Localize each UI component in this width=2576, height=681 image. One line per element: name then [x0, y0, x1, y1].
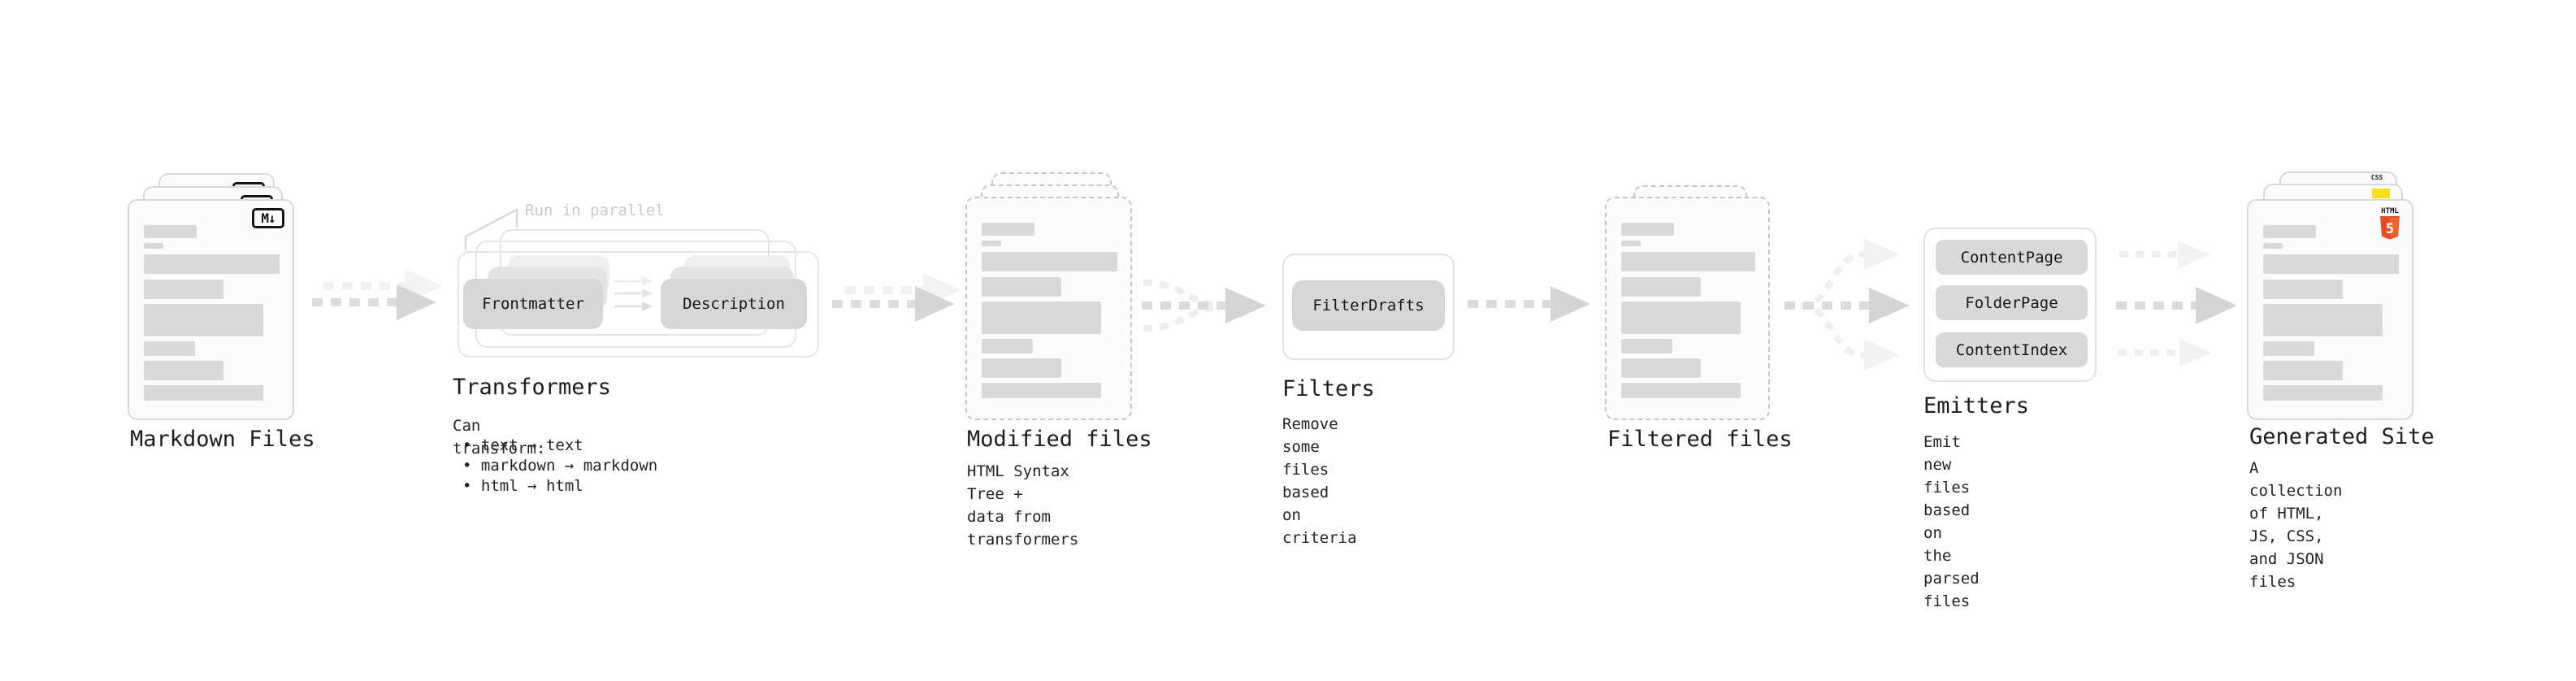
arrow-emitters-to-generated-top [2119, 241, 2210, 268]
placeholder-bar [2263, 304, 2383, 336]
contentpage-node: ContentPage [1936, 240, 2088, 275]
bullet-item: markdown → markdown [453, 456, 657, 476]
arrow-markdown-to-transformers-ghost [323, 269, 443, 303]
arrow-emitters-to-generated-middle [2116, 287, 2237, 324]
contentindex-node: ContentIndex [1936, 332, 2088, 367]
generated-site-label: Generated Site [2249, 424, 2435, 449]
filtered-files-label: Filtered files [1607, 427, 1793, 452]
placeholder-bar [144, 225, 197, 238]
placeholder-bar [982, 383, 1101, 398]
placeholder-bar [982, 277, 1061, 297]
placeholder-bar [1621, 339, 1672, 354]
filters-desc: Remove some files based on criteria [1282, 415, 1357, 547]
placeholder-bar [982, 301, 1101, 334]
emitters-frame: ContentPage FolderPage ContentIndex [1923, 228, 2097, 382]
placeholder-bar [144, 243, 163, 249]
modified-file-front [965, 197, 1132, 420]
placeholder-bar [1621, 241, 1641, 246]
placeholder-bar [1621, 223, 1674, 236]
js-icon [2372, 189, 2390, 198]
filterdrafts-node: FilterDrafts [1292, 280, 1445, 331]
generated-file-html: HTML 5 [2247, 199, 2413, 420]
arrow-filtered-to-emitters [1785, 239, 1910, 371]
bullet-item: text → text [453, 436, 657, 456]
arrow-modified-to-filters [1142, 280, 1266, 332]
modified-files-desc: HTML Syntax Tree + data from transformer… [967, 462, 1079, 549]
placeholder-bar [982, 358, 1061, 378]
placeholder-bar [2263, 361, 2343, 380]
arrow-transformers-to-modified [832, 286, 955, 322]
folderpage-node: FolderPage [1936, 285, 2088, 320]
placeholder-bar [144, 341, 195, 356]
arrow-transformers-to-modified-ghost [845, 273, 961, 307]
modified-files-label: Modified files [967, 427, 1152, 452]
filtered-file-front [1605, 197, 1770, 420]
emitters-label: Emitters [1923, 393, 2030, 419]
transformer-frame-front [458, 251, 819, 358]
generated-site-desc: A collection of HTML, JS, CSS, and JSON … [2249, 459, 2343, 591]
svg-text:5: 5 [2386, 221, 2394, 237]
placeholder-bar [1621, 383, 1741, 398]
placeholder-bar [144, 361, 223, 380]
frontmatter-node: Frontmatter [463, 279, 603, 329]
placeholder-bar [982, 223, 1034, 236]
description-node: Description [661, 279, 807, 329]
markdown-icon: M↓ [252, 208, 284, 228]
transformers-label: Transformers [453, 375, 612, 400]
emitters-desc: Emit new files based on the parsed files [1923, 433, 1980, 610]
arrow-emitters-to-generated-bottom [2118, 339, 2212, 367]
markdown-file-front: M↓ [128, 199, 294, 420]
placeholder-bar [2263, 225, 2316, 238]
placeholder-bar [1621, 252, 1755, 271]
placeholder-bar [982, 241, 1001, 246]
arrow-filters-to-filtered [1468, 286, 1590, 322]
placeholder-bar [1621, 358, 1701, 378]
placeholder-bar [2263, 385, 2383, 401]
placeholder-bar [144, 280, 223, 299]
placeholder-bar [144, 385, 263, 401]
placeholder-bar [144, 304, 263, 336]
filters-label: Filters [1282, 376, 1375, 401]
placeholder-bar [2263, 341, 2314, 356]
arrow-markdown-to-transformers [312, 284, 436, 320]
bullet-item: html → html [453, 476, 657, 497]
placeholder-bar [1621, 277, 1701, 297]
markdown-files-label: Markdown Files [130, 427, 315, 452]
css-icon: CSS [2370, 174, 2383, 181]
placeholder-bar [144, 254, 280, 274]
html5-icon: HTML 5 [2378, 207, 2402, 240]
placeholder-bar [2263, 280, 2343, 299]
transformers-bullets: text → text markdown → markdown html → h… [453, 436, 657, 497]
placeholder-bar [2263, 254, 2399, 274]
placeholder-bar [1621, 301, 1741, 334]
placeholder-bar [982, 339, 1033, 354]
placeholder-bar [2263, 243, 2283, 249]
run-in-parallel-annotation: Run in parallel [525, 202, 665, 219]
placeholder-bar [982, 252, 1117, 271]
